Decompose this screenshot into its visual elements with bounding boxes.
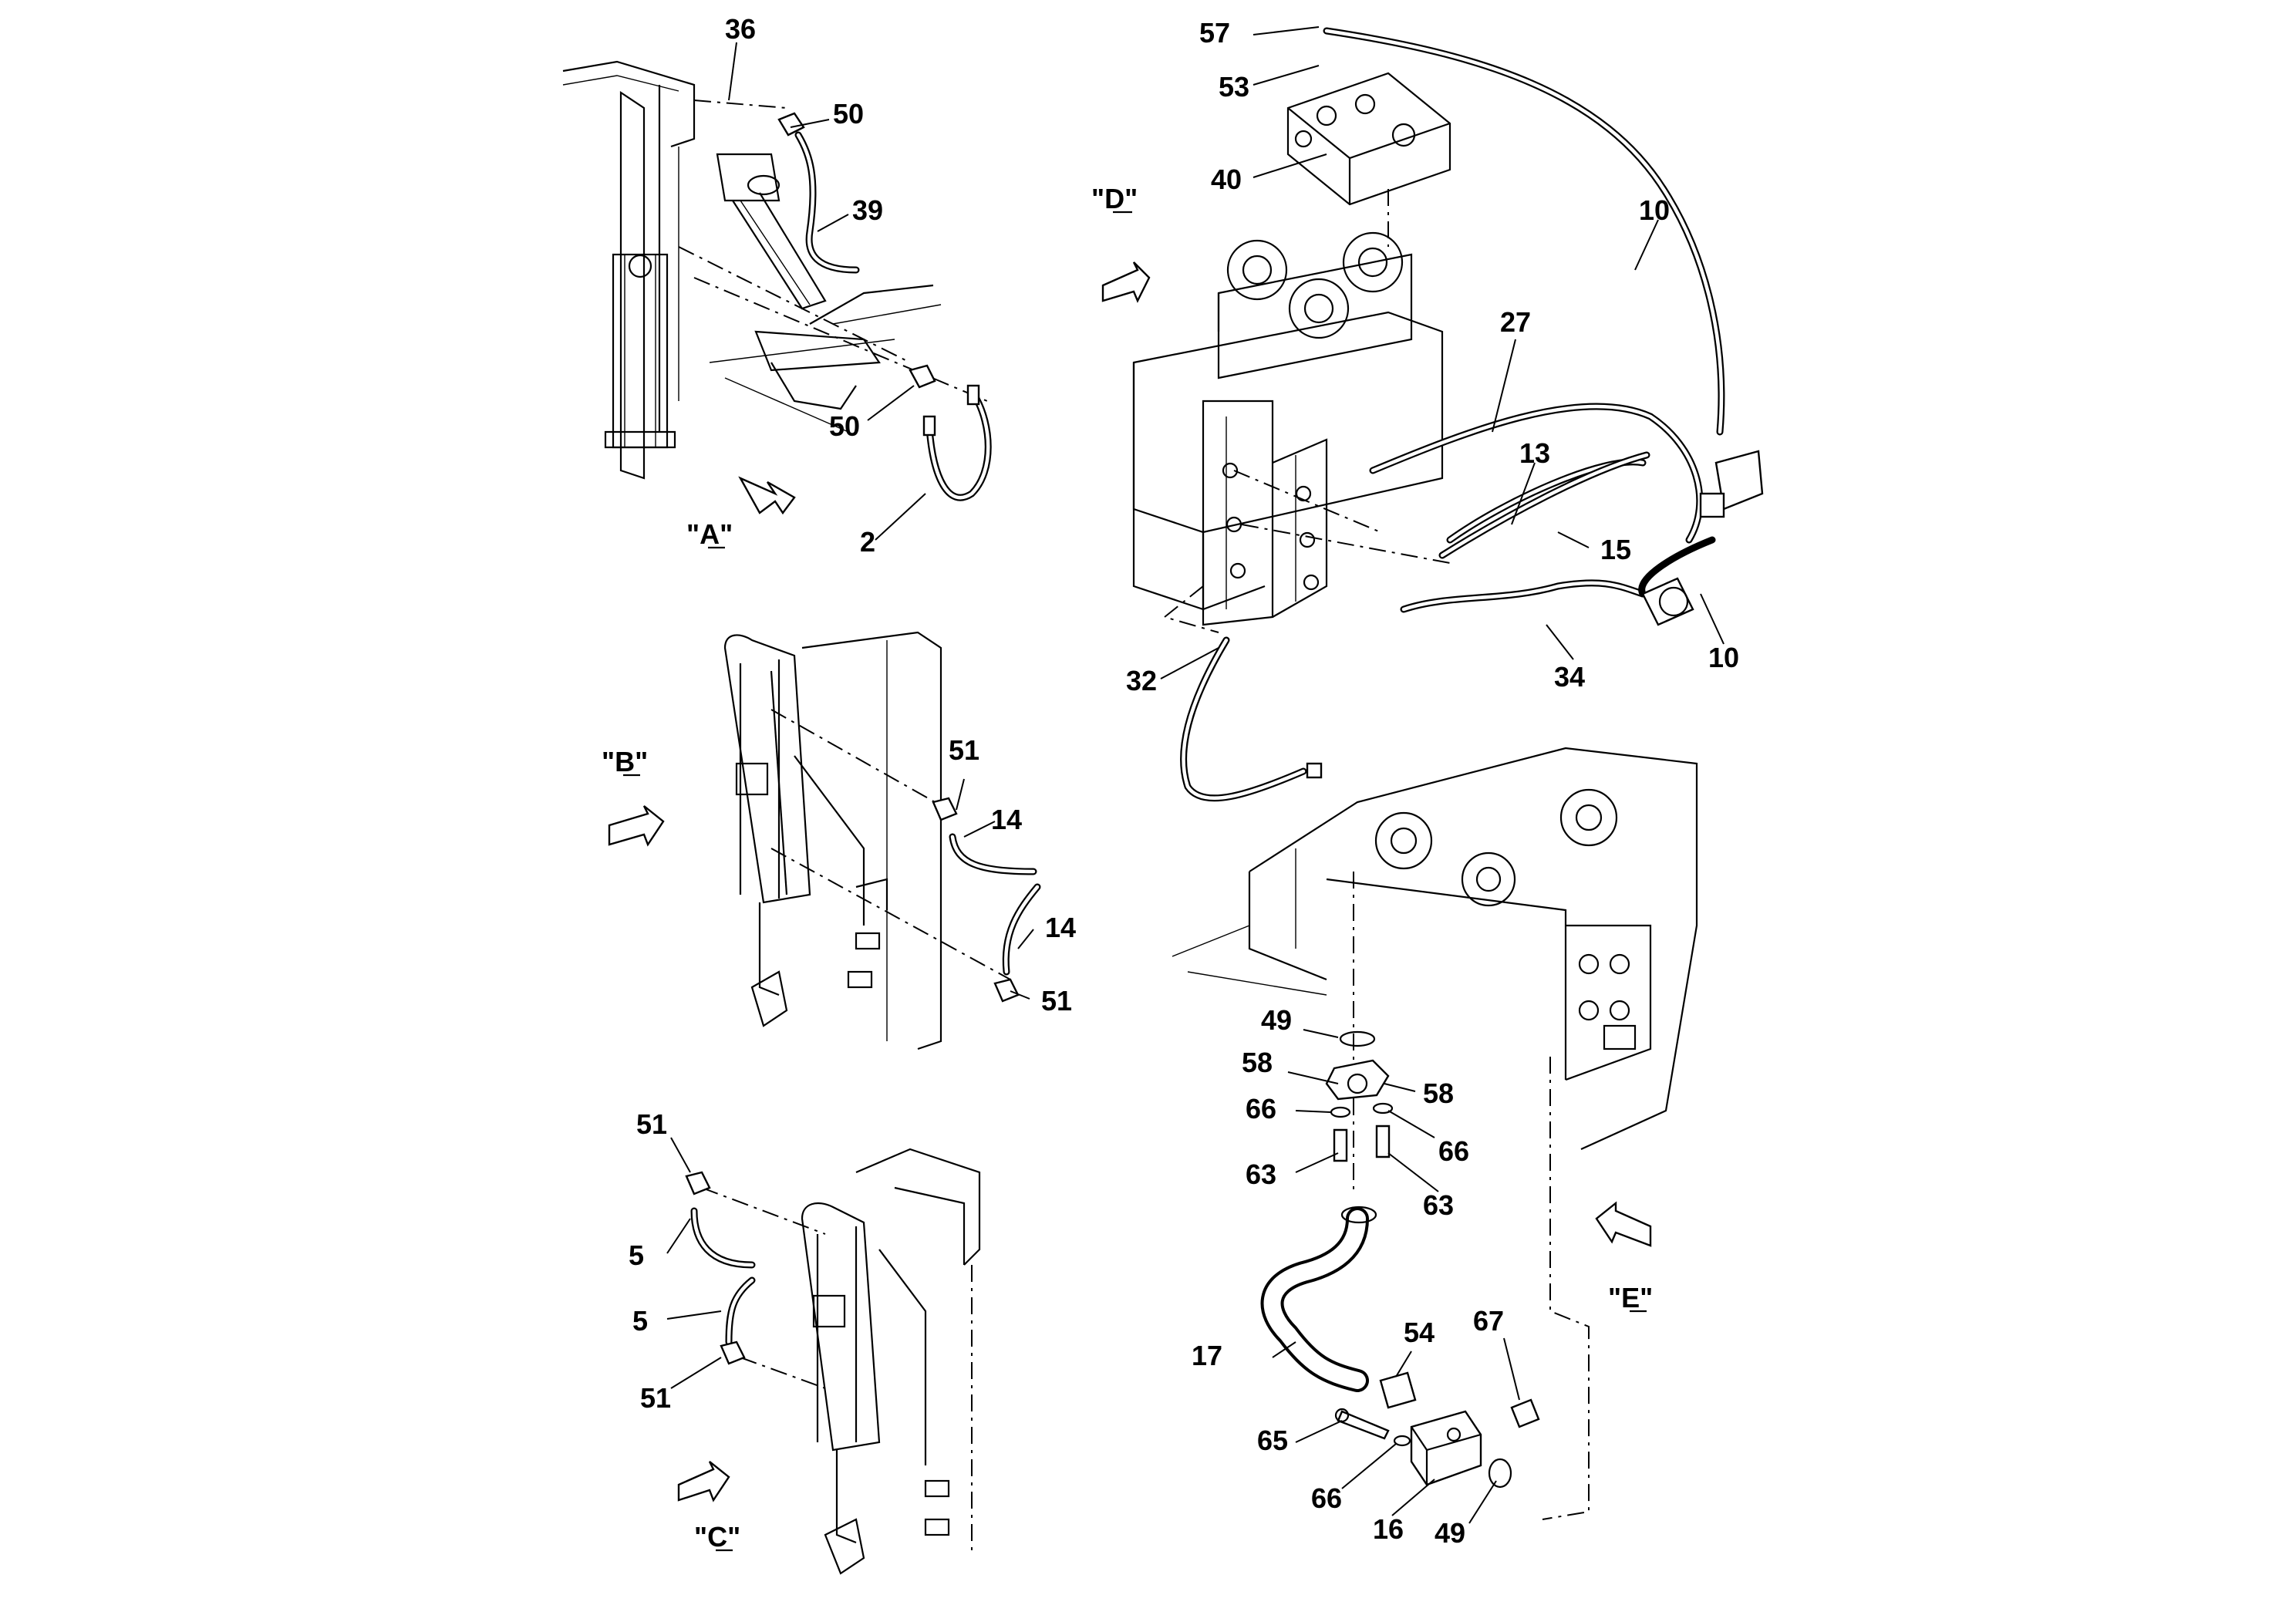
view-label-c: "C": [694, 1521, 740, 1553]
callout-67: 67: [1473, 1305, 1504, 1337]
callout-17: 17: [1192, 1340, 1222, 1371]
callout-51-c-upper: 51: [636, 1108, 667, 1140]
callout-57: 57: [1199, 17, 1230, 49]
callouts: 36 50 39 50 2 57 53 40 10 27 13 15 10 34…: [629, 13, 1739, 1549]
callout-10-lower: 10: [1708, 642, 1739, 673]
callout-51-b-lower: 51: [1041, 985, 1072, 1017]
callout-15: 15: [1600, 534, 1631, 565]
callout-51-b-upper: 51: [949, 734, 979, 766]
callout-16: 16: [1373, 1513, 1404, 1545]
callout-58-right: 58: [1423, 1077, 1454, 1109]
view-label-e: "E": [1608, 1282, 1653, 1313]
callout-39: 39: [852, 194, 883, 226]
view-labels: "A" "D" "B" "C" "E": [602, 183, 1653, 1553]
view-label-a: "A": [686, 518, 733, 550]
view-b-illustration: [608, 631, 1041, 1050]
callout-5-c-lower: 5: [632, 1305, 648, 1337]
callout-13: 13: [1519, 437, 1550, 469]
view-a-illustration: [562, 60, 992, 515]
callout-66-right: 66: [1438, 1135, 1469, 1167]
callout-32: 32: [1126, 665, 1157, 696]
callout-50-lower: 50: [829, 410, 860, 442]
callout-36: 36: [725, 13, 756, 45]
callout-49-upper: 49: [1261, 1004, 1292, 1036]
callout-10-upper: 10: [1639, 194, 1670, 226]
callout-14-b-upper: 14: [991, 804, 1022, 835]
leader-lines: [666, 26, 1725, 1524]
view-label-d: "D": [1091, 183, 1138, 214]
view-label-b: "B": [602, 746, 648, 777]
callout-14-b-lower: 14: [1045, 912, 1076, 943]
callout-50-upper: 50: [833, 98, 864, 130]
callout-66-lower: 66: [1311, 1482, 1342, 1514]
callout-65: 65: [1257, 1425, 1288, 1456]
view-e-illustration: [1172, 747, 1698, 1520]
callout-51-c-lower: 51: [640, 1382, 671, 1414]
view-d-illustration: [1101, 27, 1764, 802]
callout-40: 40: [1211, 164, 1242, 195]
view-c-illustration: [677, 1148, 981, 1575]
callout-63-left: 63: [1246, 1158, 1276, 1190]
callout-27: 27: [1500, 306, 1531, 338]
callout-49-lower: 49: [1435, 1517, 1465, 1549]
callout-58-left: 58: [1242, 1047, 1273, 1078]
callout-63-right: 63: [1423, 1189, 1454, 1221]
callout-66-left: 66: [1246, 1093, 1276, 1125]
callout-53: 53: [1219, 71, 1249, 103]
callout-2: 2: [860, 526, 875, 558]
callout-5-c-upper: 5: [629, 1239, 644, 1271]
callout-34: 34: [1554, 661, 1585, 693]
callout-54: 54: [1404, 1317, 1435, 1348]
